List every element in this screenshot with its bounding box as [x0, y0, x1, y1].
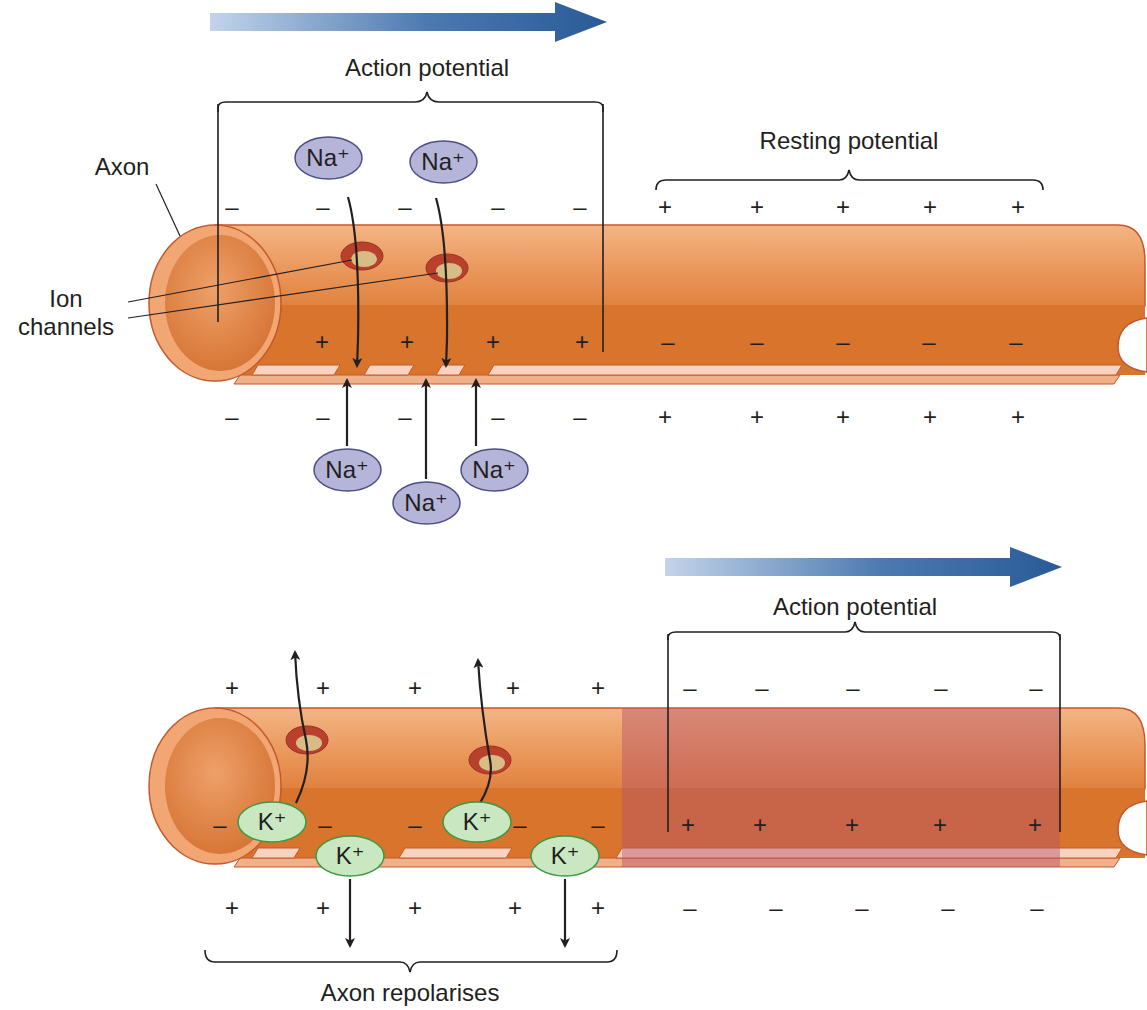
- charge-sign: +: [1011, 405, 1025, 429]
- ion-label: Na⁺: [472, 458, 515, 482]
- part-label: Ion channels: [8, 285, 124, 340]
- axon-bottom: [149, 708, 1147, 867]
- bracket: [218, 92, 1043, 352]
- charge-sign: –: [213, 813, 226, 837]
- charge-sign: –: [846, 676, 859, 700]
- charge-sign: +: [750, 405, 764, 429]
- charge-sign: +: [750, 195, 764, 219]
- charge-sign: +: [923, 405, 937, 429]
- charge-sign: –: [225, 405, 238, 429]
- charge-sign: –: [1029, 676, 1042, 700]
- ion-oval: K⁺: [530, 835, 600, 877]
- charge-sign: +: [836, 195, 850, 219]
- charge-sign: +: [753, 813, 767, 837]
- charge-sign: +: [400, 330, 414, 354]
- ion-oval: Na⁺: [392, 481, 461, 525]
- charge-sign: –: [1030, 896, 1043, 920]
- charge-sign: –: [922, 330, 935, 354]
- charge-sign: –: [398, 195, 411, 219]
- part-label: Axon repolarises: [321, 979, 500, 1007]
- part-label: Action potential: [345, 54, 509, 82]
- charge-sign: –: [683, 676, 696, 700]
- charge-sign: +: [316, 676, 330, 700]
- charge-sign: +: [1028, 813, 1042, 837]
- charge-sign: –: [750, 330, 763, 354]
- charge-sign: –: [398, 405, 411, 429]
- ion-oval: Na⁺: [460, 448, 529, 492]
- charge-sign: –: [408, 813, 421, 837]
- charge-sign: –: [316, 405, 329, 429]
- charge-sign: +: [408, 896, 422, 920]
- ion-label: Na⁺: [421, 150, 464, 174]
- direction-arrow: [665, 547, 1062, 587]
- charge-sign: +: [658, 195, 672, 219]
- ion-oval: Na⁺: [409, 140, 478, 184]
- charge-sign: +: [681, 813, 695, 837]
- charge-sign: +: [316, 896, 330, 920]
- charge-sign: +: [658, 405, 672, 429]
- charge-sign: –: [225, 195, 238, 219]
- direction-arrow: [210, 2, 607, 42]
- charge-sign: –: [318, 813, 331, 837]
- charge-sign: –: [941, 896, 954, 920]
- charge-sign: +: [486, 330, 500, 354]
- part-label: Action potential: [773, 593, 937, 621]
- part-label: Axon: [95, 153, 150, 181]
- ion-label: Na⁺: [325, 458, 368, 482]
- ion-flow-arrow: [347, 197, 476, 479]
- charge-sign: +: [591, 676, 605, 700]
- charge-sign: +: [575, 330, 589, 354]
- charge-sign: –: [661, 330, 674, 354]
- ion-label: K⁺: [336, 844, 365, 868]
- bracket: [205, 622, 1060, 972]
- axon-top: [149, 225, 1147, 384]
- charge-sign: +: [836, 405, 850, 429]
- part-label: Resting potential: [760, 127, 939, 155]
- ion-oval: Na⁺: [294, 136, 363, 180]
- charge-sign: –: [591, 813, 604, 837]
- ion-oval: K⁺: [442, 801, 512, 843]
- ion-oval: K⁺: [315, 835, 385, 877]
- charge-sign: –: [1009, 330, 1022, 354]
- charge-sign: +: [1011, 195, 1025, 219]
- charge-sign: +: [923, 195, 937, 219]
- charge-sign: –: [513, 813, 526, 837]
- ion-label: K⁺: [463, 810, 492, 834]
- charge-sign: +: [408, 676, 422, 700]
- charge-sign: +: [506, 676, 520, 700]
- charge-sign: +: [225, 676, 239, 700]
- ion-label: Na⁺: [404, 491, 447, 515]
- charge-sign: –: [491, 405, 504, 429]
- ion-label: Na⁺: [306, 146, 349, 170]
- charge-sign: –: [683, 896, 696, 920]
- charge-sign: –: [316, 195, 329, 219]
- charge-sign: –: [573, 195, 586, 219]
- ion-label: K⁺: [258, 810, 287, 834]
- charge-sign: –: [755, 676, 768, 700]
- ion-label: K⁺: [551, 844, 580, 868]
- charge-sign: –: [491, 195, 504, 219]
- charge-sign: +: [225, 896, 239, 920]
- ion-oval: Na⁺: [313, 448, 382, 492]
- charge-sign: –: [573, 405, 586, 429]
- charge-sign: +: [933, 813, 947, 837]
- leader-line: [128, 184, 438, 318]
- ion-oval: K⁺: [237, 801, 307, 843]
- charge-sign: +: [315, 330, 329, 354]
- charge-sign: –: [836, 330, 849, 354]
- charge-sign: –: [855, 896, 868, 920]
- charge-sign: –: [934, 676, 947, 700]
- charge-sign: +: [508, 896, 522, 920]
- charge-sign: +: [591, 896, 605, 920]
- charge-sign: +: [845, 813, 859, 837]
- charge-sign: –: [769, 896, 782, 920]
- ion-flow-arrow: [295, 652, 565, 946]
